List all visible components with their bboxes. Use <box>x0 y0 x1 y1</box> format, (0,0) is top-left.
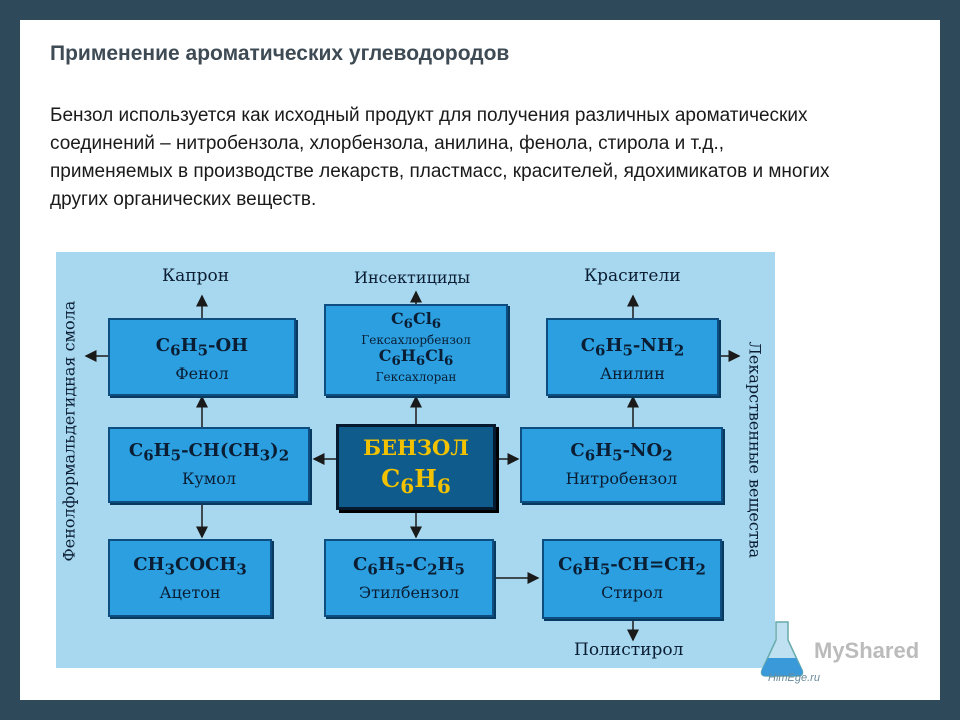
label-dyes: Красители <box>584 266 681 286</box>
acetone-name: Ацетон <box>159 582 221 602</box>
benzene-applications-diagram: Капрон Инсектициды Красители Полистирол … <box>56 252 775 668</box>
box-ethylbenzene: C6H5-C2H5 Этилбензол <box>324 539 494 617</box>
label-capron: Капрон <box>162 266 230 286</box>
box-nitrobenzene: C6H5-NO2 Нитробензол <box>520 427 723 503</box>
watermark-subtext: HimEge.ru <box>768 672 820 684</box>
aniline-name: Анилин <box>600 363 665 383</box>
hexachlorane-formula: C6H6Cl6 <box>378 346 454 370</box>
slide-title: Применение ароматических углеводородов <box>50 42 510 65</box>
hexachlorane-name: Гексахлоран <box>375 370 457 385</box>
ethylbenzene-formula: C6H5-C2H5 <box>353 554 465 579</box>
aniline-formula: C6H5-NH2 <box>580 335 685 360</box>
cumene-name: Кумол <box>181 468 237 488</box>
box-aniline: C6H5-NH2 Анилин <box>546 318 719 396</box>
nitrobenzene-formula: C6H5-NO2 <box>570 440 673 465</box>
center-formula: C6H6 <box>381 464 451 498</box>
slide: Применение ароматических углеводородов Б… <box>20 20 940 700</box>
box-cumene: C6H5-CH(CH3)2 Кумол <box>108 427 310 503</box>
phenol-name: Фенол <box>175 363 229 383</box>
box-styrene: C6H5-CH=CH2 Стирол <box>542 539 722 619</box>
ethylbenzene-name: Этилбензол <box>358 582 460 602</box>
cumene-formula: C6H5-CH(CH3)2 <box>128 440 290 465</box>
label-insecticides: Инсектициды <box>354 268 471 287</box>
watermark: MyShared HimEge.ru <box>758 618 920 688</box>
hexachlorobenzene-name: Гексахлорбензол <box>361 333 471 348</box>
center-benzene: БЕНЗОЛ C6H6 <box>336 424 496 510</box>
label-medicinal-substances: Лекарственные вещества <box>745 341 765 559</box>
box-hexachlor: C6Cl6 Гексахлорбензол C6H6Cl6 Гексахлора… <box>324 304 508 396</box>
box-phenol: C6H5-OH Фенол <box>108 318 296 396</box>
styrene-formula: C6H5-CH=CH2 <box>558 554 706 579</box>
phenol-formula: C6H5-OH <box>155 335 249 360</box>
watermark-text: MyShared <box>814 638 920 663</box>
styrene-name: Стирол <box>601 582 663 602</box>
box-acetone: CH3COCH3 Ацетон <box>108 539 272 617</box>
hexachlorobenzene-formula: C6Cl6 <box>390 309 442 333</box>
label-phenol-formaldehyde-resin: Фенолформальдегидная смола <box>59 300 79 562</box>
center-label: БЕНЗОЛ <box>363 435 469 460</box>
label-polystyrene: Полистирол <box>574 640 684 660</box>
nitrobenzene-name: Нитробензол <box>565 468 678 488</box>
slide-body-text: Бензол используется как исходный продукт… <box>50 105 830 210</box>
acetone-formula: CH3COCH3 <box>133 554 247 579</box>
flask-icon <box>760 621 804 677</box>
diagram-arrows <box>84 290 741 642</box>
